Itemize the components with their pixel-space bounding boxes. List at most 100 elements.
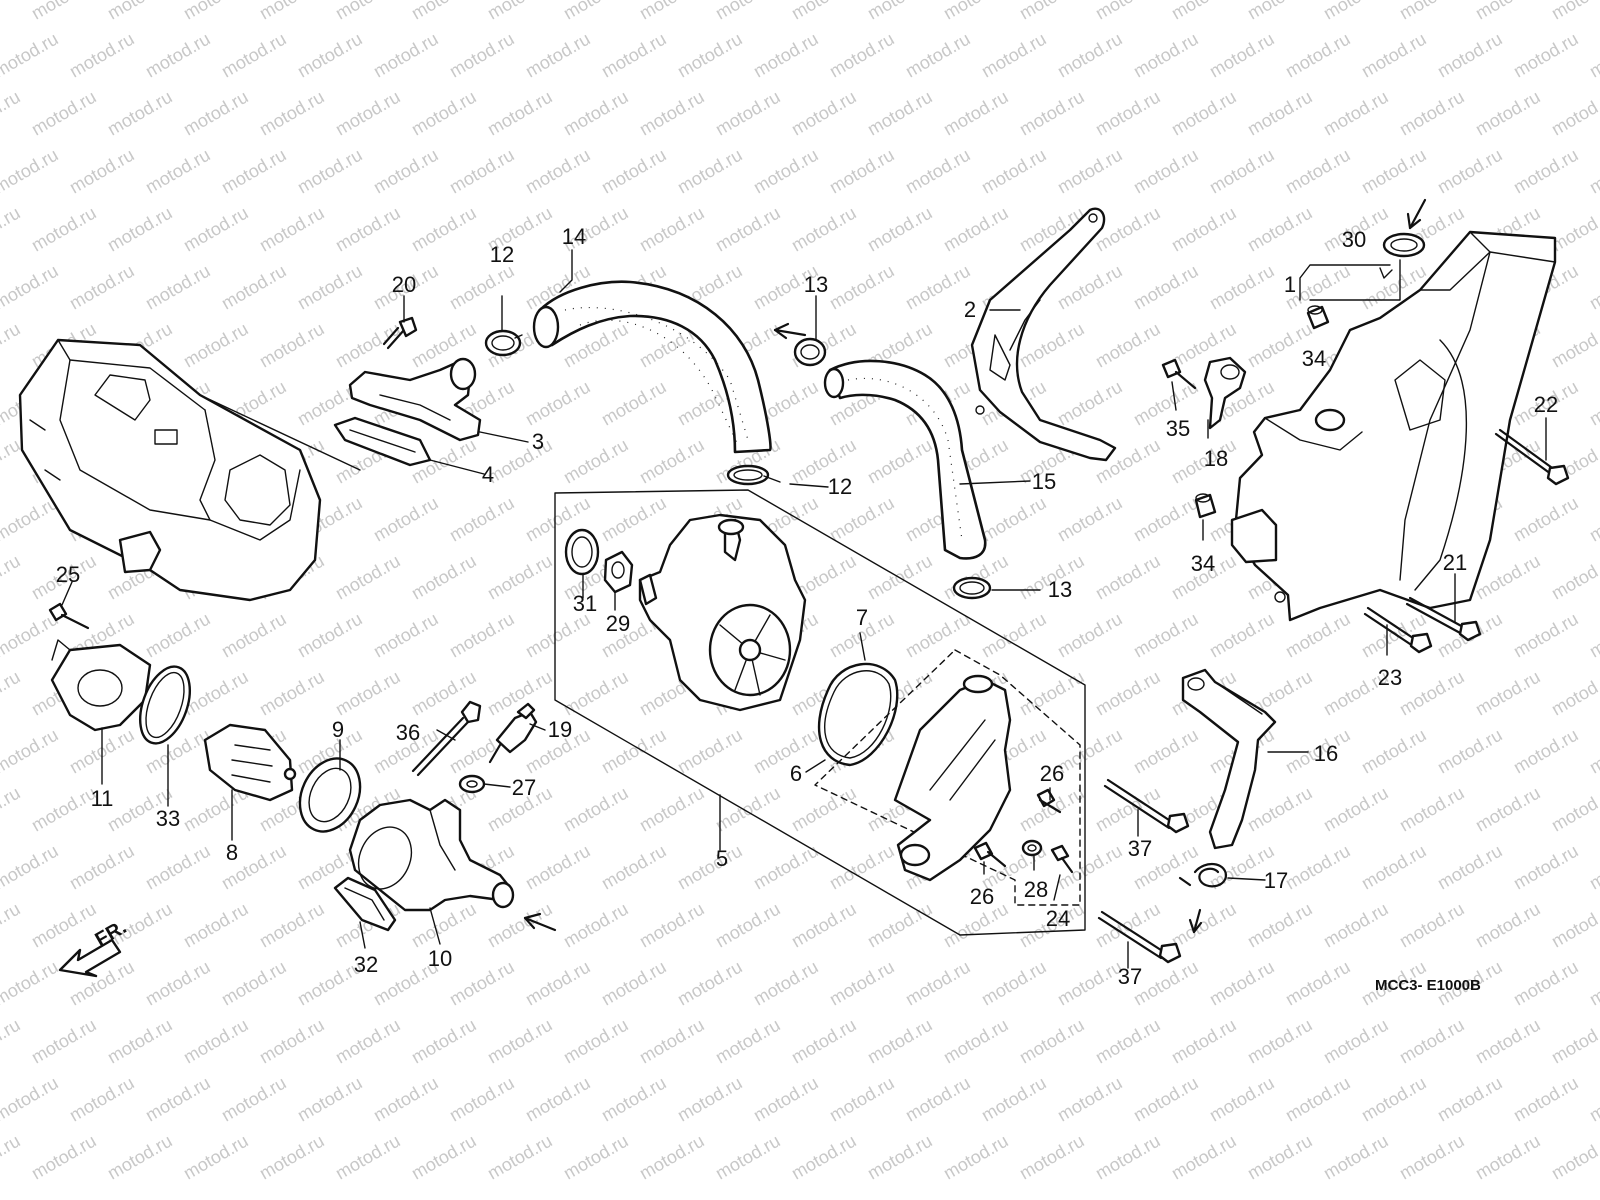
watermark-text: motod.ru	[712, 203, 784, 256]
watermark-text: motod.ru	[750, 1073, 822, 1126]
watermark-text: motod.ru	[1016, 87, 1088, 140]
watermark-text: motod.ru	[1016, 1131, 1088, 1184]
watermark-text: motod.ru	[256, 87, 328, 140]
watermark-text: motod.ru	[1510, 493, 1582, 546]
watermark-text: motod.ru	[788, 87, 860, 140]
watermark-text: motod.ru	[1168, 203, 1240, 256]
callout-37: 37	[1128, 836, 1152, 861]
watermark-text: motod.ru	[1168, 899, 1240, 952]
watermark-text: motod.ru	[332, 87, 404, 140]
watermark-text: motod.ru	[560, 1015, 632, 1068]
watermark-text: motod.ru	[1510, 145, 1582, 198]
callout-3: 3	[532, 429, 544, 454]
watermark-text: motod.ru	[256, 1015, 328, 1068]
watermark-text: motod.ru	[636, 87, 708, 140]
watermark-text: motod.ru	[1434, 145, 1506, 198]
watermark-text: motod.ru	[1472, 0, 1544, 23]
bolt-35	[1161, 358, 1197, 390]
watermark-text: motod.ru	[522, 841, 594, 894]
watermark-text: motod.ru	[446, 609, 518, 662]
watermark-text: motod.ru	[1358, 29, 1430, 82]
callout-14: 14	[562, 224, 586, 249]
watermark-text: motod.ru	[598, 841, 670, 894]
watermark-text: motod.ru	[1016, 0, 1088, 23]
callout-27: 27	[512, 775, 536, 800]
collar-34a	[1306, 305, 1330, 330]
watermark-text: motod.ru	[978, 609, 1050, 662]
watermark-text: motod.ru	[66, 1073, 138, 1126]
watermark-text: motod.ru	[1244, 203, 1316, 256]
watermark-text: motod.ru	[1016, 1015, 1088, 1068]
watermark-text: motod.ru	[1320, 0, 1392, 23]
callout-11: 11	[91, 786, 114, 811]
watermark-text: motod.ru	[142, 261, 214, 314]
watermark-text: motod.ru	[1586, 261, 1600, 314]
watermark-text: motod.ru	[560, 435, 632, 488]
watermark-text: motod.ru	[712, 1015, 784, 1068]
callout-19: 19	[548, 717, 572, 742]
watermark-text: motod.ru	[1320, 783, 1392, 836]
watermark-text: motod.ru	[446, 29, 518, 82]
watermark-text: motod.ru	[1548, 899, 1600, 952]
watermark-text: motod.ru	[408, 0, 480, 23]
watermark-text: motod.ru	[370, 493, 442, 546]
watermark-text: motod.ru	[256, 203, 328, 256]
watermark-text: motod.ru	[1548, 319, 1600, 372]
watermark-text: motod.ru	[522, 609, 594, 662]
watermark-text: motod.ru	[940, 203, 1012, 256]
watermark-text: motod.ru	[712, 87, 784, 140]
watermark-text: motod.ru	[1434, 29, 1506, 82]
watermark-text: motod.ru	[598, 1073, 670, 1126]
watermark-text: motod.ru	[0, 0, 24, 23]
callout-6: 6	[790, 761, 802, 786]
callout-20: 20	[392, 272, 416, 297]
callout-1: 1	[1284, 272, 1296, 297]
watermark-text: motod.ru	[864, 87, 936, 140]
flow-arrow-icon	[1406, 198, 1427, 230]
water-pump-cover-1	[1230, 230, 1557, 622]
watermark-text: motod.ru	[1396, 1131, 1468, 1184]
watermark-text: motod.ru	[598, 145, 670, 198]
watermark-text: motod.ru	[0, 435, 24, 488]
watermark-text: motod.ru	[1206, 261, 1278, 314]
watermark-text: motod.ru	[788, 0, 860, 23]
watermark-text: motod.ru	[104, 203, 176, 256]
watermark-text: motod.ru	[940, 87, 1012, 140]
watermark-text: motod.ru	[522, 1073, 594, 1126]
watermark-text: motod.ru	[28, 783, 100, 836]
watermark-text: motod.ru	[1206, 1073, 1278, 1126]
watermark-text: motod.ru	[332, 667, 404, 720]
watermark-text: motod.ru	[674, 841, 746, 894]
watermark-text: motod.ru	[446, 1073, 518, 1126]
watermark-text: motod.ru	[674, 957, 746, 1010]
watermark-text: motod.ru	[218, 29, 290, 82]
callout-23: 23	[1378, 665, 1402, 690]
watermark-text: motod.ru	[1092, 1015, 1164, 1068]
watermark-text: motod.ru	[902, 261, 974, 314]
watermark-text: motod.ru	[446, 261, 518, 314]
watermark-text: motod.ru	[1548, 87, 1600, 140]
callout-29: 29	[606, 611, 630, 636]
watermark-text: motod.ru	[1206, 29, 1278, 82]
watermark-text: motod.ru	[1130, 609, 1202, 662]
water-pump-assembly-5	[554, 489, 1086, 936]
callout-32: 32	[354, 952, 378, 977]
watermark-text: motod.ru	[1016, 319, 1088, 372]
watermark-text: motod.ru	[826, 841, 898, 894]
watermark-text: motod.ru	[66, 29, 138, 82]
callout-8: 8	[226, 840, 238, 865]
watermark-text: motod.ru	[294, 29, 366, 82]
watermark-text: motod.ru	[560, 1131, 632, 1184]
watermark-text: motod.ru	[180, 899, 252, 952]
watermark-text: motod.ru	[1358, 1073, 1430, 1126]
callout-10: 10	[428, 946, 452, 971]
watermark-text: motod.ru	[0, 667, 24, 720]
callout-13b: 13	[1048, 577, 1072, 602]
watermark-text: motod.ru	[978, 957, 1050, 1010]
watermark-text: motod.ru	[1434, 841, 1506, 894]
watermark-text: motod.ru	[1586, 841, 1600, 894]
callout-34b: 34	[1191, 551, 1215, 576]
watermark-text: motod.ru	[1054, 1073, 1126, 1126]
watermark-text: motod.ru	[598, 29, 670, 82]
